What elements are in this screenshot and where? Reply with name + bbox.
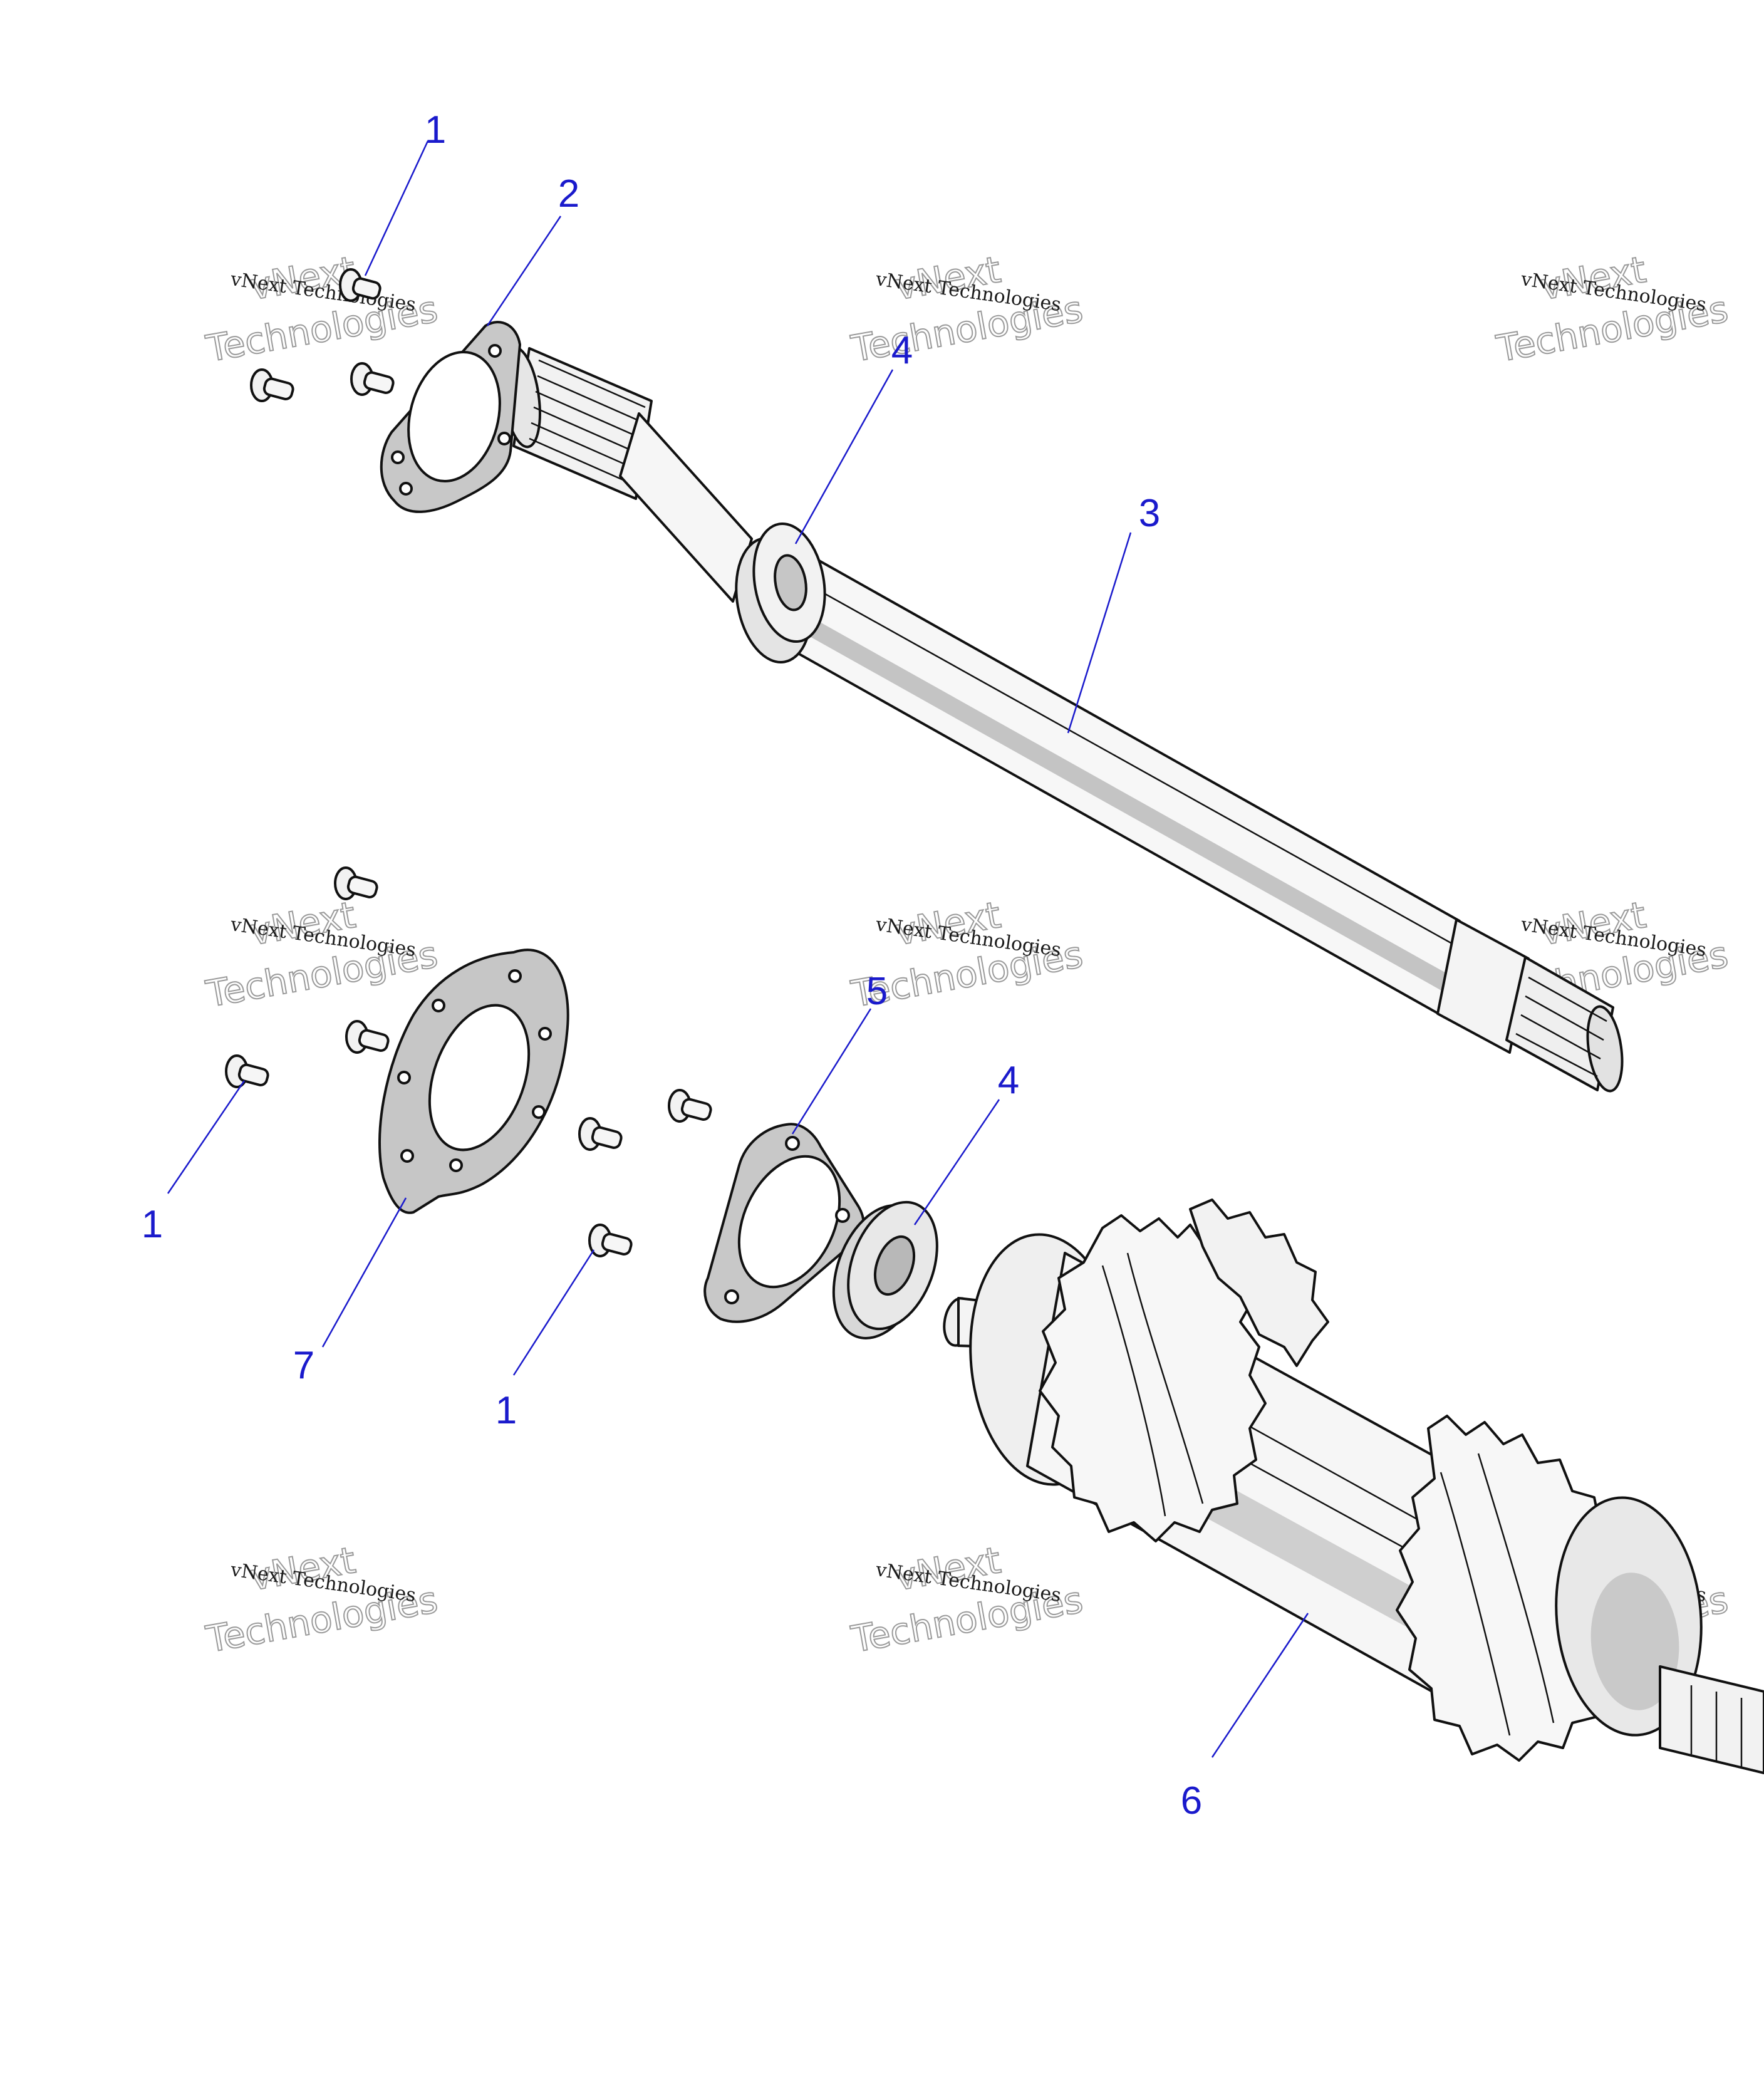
bolt-group-top — [250, 268, 395, 402]
leader-line-4-top — [794, 369, 894, 544]
leader-line-2 — [486, 216, 562, 326]
bolt — [578, 1117, 623, 1151]
bolt-group-lower — [225, 866, 712, 1257]
callout-5: 5 — [866, 970, 888, 1013]
callout-4-top: 4 — [891, 329, 913, 372]
bearing-lower — [832, 1200, 938, 1339]
callout-7: 7 — [293, 1344, 314, 1387]
bolt — [350, 362, 395, 396]
sprocket-left — [1039, 1214, 1267, 1542]
leader-line-1-top — [364, 140, 429, 276]
callout-2: 2 — [558, 172, 579, 216]
callout-1-left: 1 — [142, 1203, 163, 1246]
flange-gasket-upper — [380, 321, 521, 513]
leader-line-3 — [1067, 532, 1132, 734]
drive-axle-sprocket-assembly — [943, 1198, 1764, 1774]
callout-numbers: 1 2 4 3 5 4 1 7 1 6 — [142, 108, 1202, 1822]
leader-line-4-lower — [913, 1099, 1000, 1225]
callout-3: 3 — [1139, 492, 1160, 535]
leader-line-1-lower — [512, 1249, 595, 1376]
leader-lines — [167, 140, 1309, 1758]
bearing-flange — [703, 1123, 865, 1323]
leader-line-6 — [1211, 1613, 1309, 1758]
callout-4-lower: 4 — [998, 1059, 1019, 1102]
callout-1-lower: 1 — [495, 1389, 517, 1432]
drive-shaft — [501, 346, 1624, 1093]
leader-line-5 — [791, 1008, 872, 1135]
bolt — [225, 1054, 269, 1088]
leader-line-7 — [321, 1197, 407, 1348]
bearing-plate — [378, 949, 569, 1214]
bearing-upper — [735, 522, 826, 663]
bolt — [334, 866, 378, 900]
callout-1-top: 1 — [425, 108, 446, 152]
bolt — [250, 368, 294, 402]
bolt — [339, 268, 381, 302]
sprocket-left-inner — [1189, 1198, 1329, 1367]
callout-6: 6 — [1181, 1779, 1202, 1822]
bolt — [588, 1224, 633, 1257]
bolt — [668, 1089, 712, 1123]
bolt — [345, 1020, 390, 1054]
leader-line-1-left — [167, 1080, 246, 1194]
